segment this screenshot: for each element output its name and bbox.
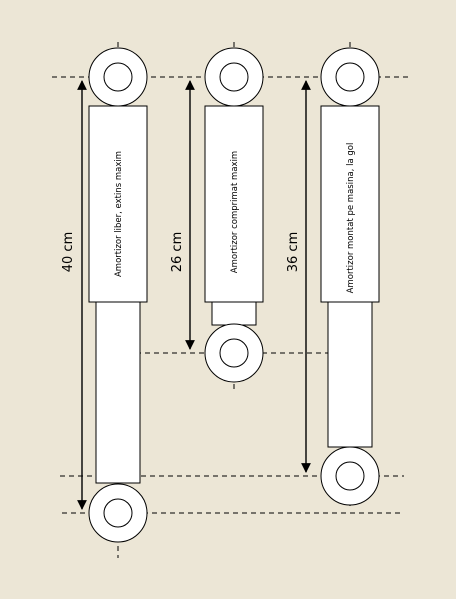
shock-1-top-eye-inner (103, 62, 133, 92)
shock-absorber-compressed (204, 47, 264, 383)
dimension-label-1: 40 cm (61, 232, 76, 273)
shock-label-3: Amortizor montat pe masina, la gol (346, 143, 356, 294)
shock-2-bottom-eye (204, 323, 264, 383)
shock-1-rod (95, 300, 141, 484)
shock-3-bottom-eye-inner (335, 461, 365, 491)
shock-label-2: Amortizor comprimat maxim (230, 151, 240, 273)
shock-3-bottom-eye (320, 446, 380, 506)
shock-1-bottom-eye-inner (103, 498, 133, 528)
shock-2-top-eye (204, 47, 264, 107)
shock-1-bottom-eye (88, 483, 148, 543)
shock-label-1: Amortizor liber, extins maxim (114, 151, 124, 277)
shock-2-rod (211, 300, 257, 326)
shock-3-top-eye (320, 47, 380, 107)
dimension-label-2: 26 cm (170, 232, 185, 273)
shock-3-body (320, 105, 380, 303)
shock-1-top-eye (88, 47, 148, 107)
shock-absorber-extended (88, 47, 148, 543)
shock-1-body (88, 105, 148, 303)
shock-2-top-eye-inner (219, 62, 249, 92)
dimension-arrows (77, 80, 311, 510)
dimension-label-3: 36 cm (286, 232, 301, 273)
shock-3-rod (327, 300, 373, 448)
shock-2-bottom-eye-inner (219, 338, 249, 368)
shock-absorber-mounted (320, 47, 380, 506)
shock-3-top-eye-inner (335, 62, 365, 92)
shock-2-body (204, 105, 264, 303)
